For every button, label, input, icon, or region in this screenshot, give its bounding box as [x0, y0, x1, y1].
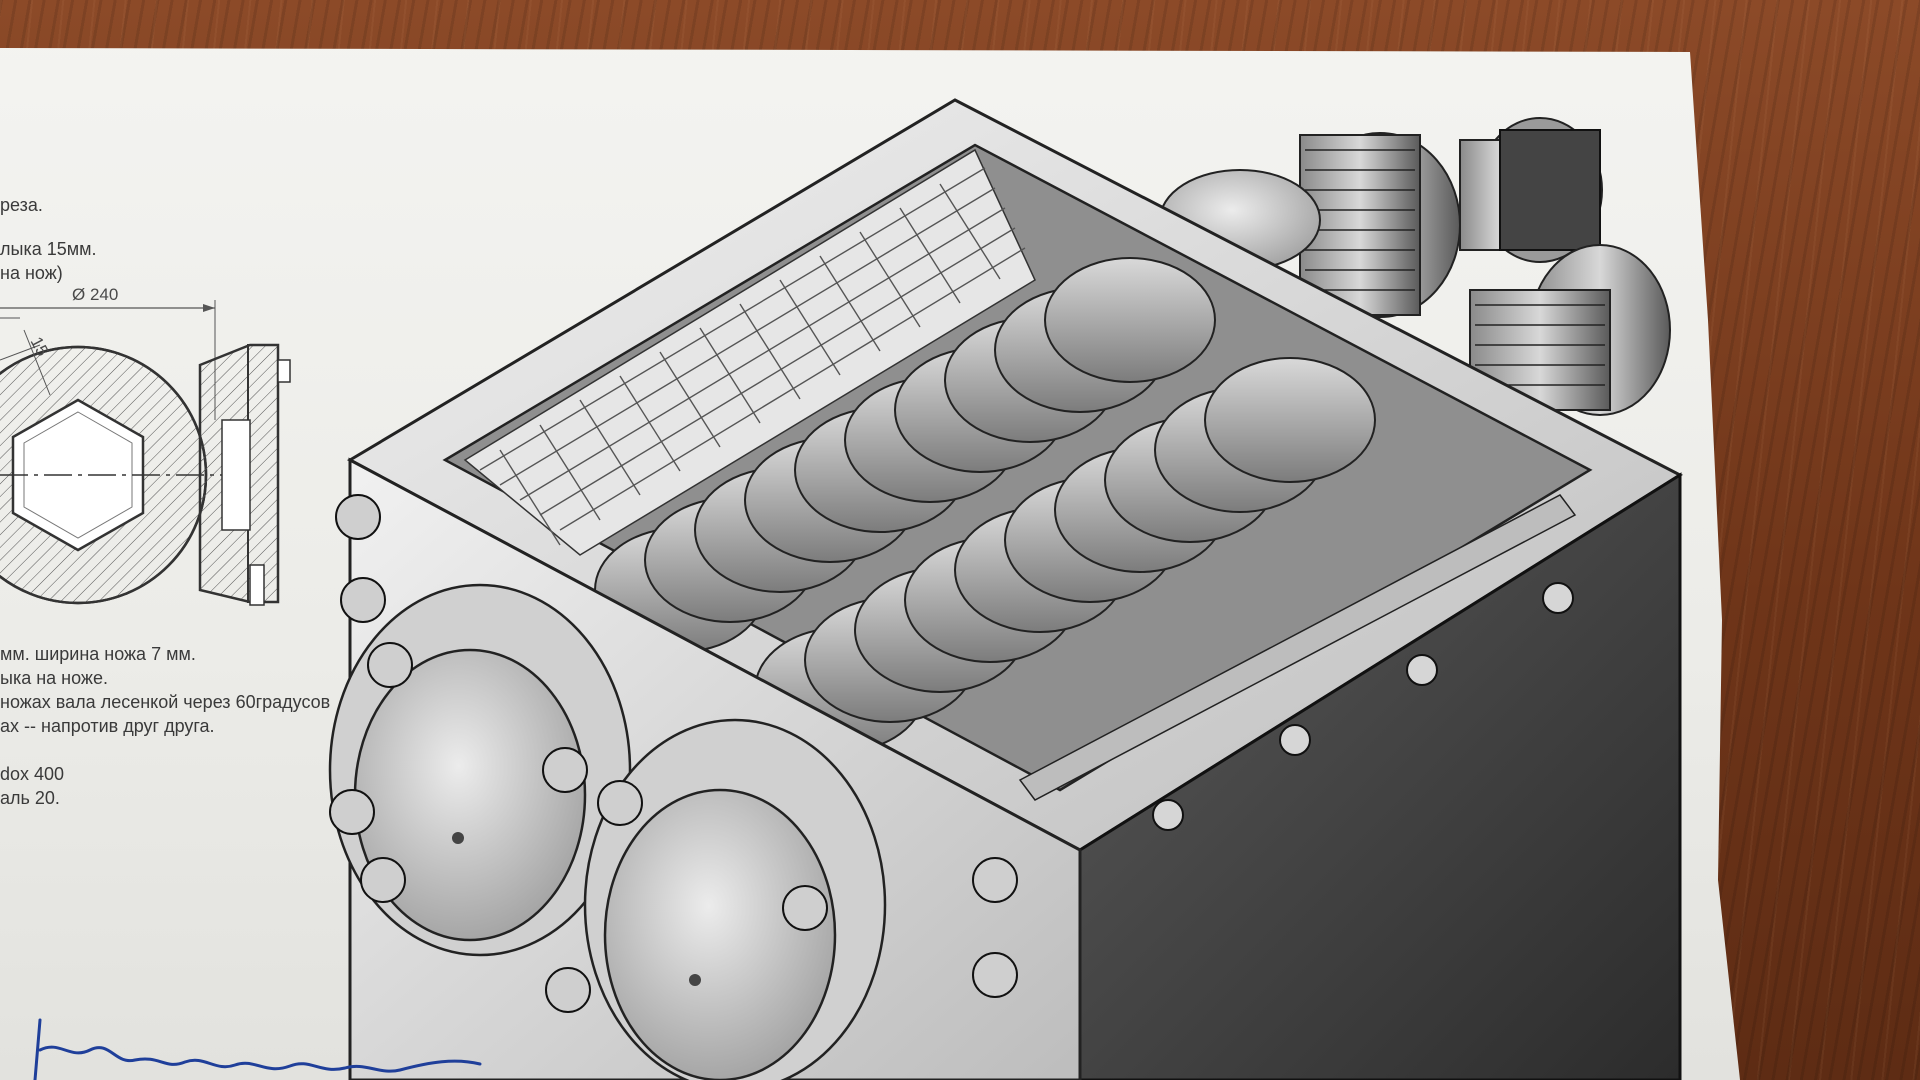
- rotor-knives-1: [594, 257, 1216, 653]
- note-cut: реза.: [0, 195, 43, 215]
- note-steel-20: аль 20.: [0, 788, 60, 808]
- stationary-comb-back: [463, 148, 1036, 556]
- stationary-comb-front: [1018, 494, 1577, 801]
- diameter-dimension-label: Ø 240: [72, 285, 119, 304]
- side-bolts: [1152, 582, 1574, 831]
- drive-gears: [1299, 117, 1671, 416]
- bearing-housing-right: [583, 718, 887, 1080]
- note-per-knife: на нож): [0, 263, 63, 283]
- shaft-cross-section-drawing: [0, 300, 291, 606]
- note-tooth-15mm: лыка 15мм.: [0, 239, 97, 259]
- front-bolts: [329, 494, 1018, 1013]
- note-knife-width: мм. ширина ножа 7 мм.: [0, 644, 196, 664]
- note-staircase-60deg: ножах вала лесенкой через 60градусов: [0, 692, 331, 712]
- note-hardox-400: dox 400: [0, 764, 65, 784]
- rotor-knives-2: [754, 357, 1376, 753]
- note-opposite: ах -- напротив друг друга.: [0, 716, 215, 736]
- note-tooth-on-knife: ыка на ноже.: [0, 668, 108, 688]
